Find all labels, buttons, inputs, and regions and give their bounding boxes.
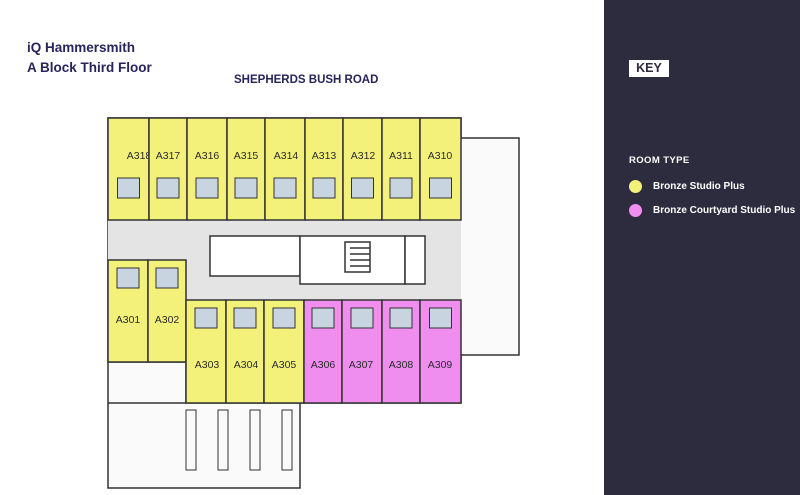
room-label: A306: [311, 359, 336, 371]
page-title: iQ Hammersmith A Block Third Floor: [27, 38, 152, 78]
street-label: SHEPHERDS BUSH ROAD: [234, 74, 379, 86]
bathroom-pod: [195, 177, 219, 199]
room-type-heading: ROOM TYPE: [629, 155, 690, 166]
room-fill: [381, 117, 421, 221]
room-fill: [107, 117, 150, 221]
room-label: A315: [234, 150, 259, 162]
bathroom-pod: [311, 307, 335, 329]
room-label: A313: [312, 150, 337, 162]
title-line-1: iQ Hammersmith: [27, 40, 136, 55]
title-line-2: A Block Third Floor: [27, 60, 152, 75]
bathroom-pod: [233, 307, 257, 329]
room-label: A304: [234, 359, 259, 371]
room-a316: A316: [186, 117, 228, 221]
bathroom-pod: [116, 267, 140, 289]
room-label: A310: [428, 150, 453, 162]
bathroom-pod: [351, 177, 374, 199]
legend-item-bronze: Bronze Studio Plus: [629, 178, 745, 194]
room-label: A309: [428, 359, 453, 371]
room-a310: A310: [419, 117, 462, 221]
room-label: A305: [272, 359, 297, 371]
bathroom-pod: [155, 267, 179, 289]
bathroom-pod: [350, 307, 374, 329]
room-a305: A305: [263, 299, 305, 404]
room-a312: A312: [342, 117, 383, 221]
room-fill: [264, 117, 306, 221]
bathroom-pod: [117, 177, 140, 199]
room-label: A307: [349, 359, 374, 371]
room-a315: A315: [226, 117, 266, 221]
room-fill: [342, 117, 383, 221]
room-label: A316: [195, 150, 220, 162]
room-label: A317: [156, 150, 181, 162]
legend-label-bronze: Bronze Studio Plus: [653, 180, 745, 192]
key-badge: KEY: [629, 60, 669, 77]
key-panel: KEY ROOM TYPE Bronze Studio Plus Bronze …: [604, 0, 800, 495]
room-a302: A302: [147, 259, 187, 363]
room-a304: A304: [225, 299, 265, 404]
bathroom-pod: [312, 177, 336, 199]
legend-swatch-courtyard: [629, 203, 642, 217]
bathroom-pod: [194, 307, 218, 329]
room-label: A318: [127, 150, 152, 162]
legend-label-courtyard: Bronze Courtyard Studio Plus: [653, 204, 796, 216]
room-label: A301: [116, 314, 141, 326]
bathroom-pod: [389, 307, 413, 329]
bathroom-pod: [272, 307, 296, 329]
room-a314: A314: [264, 117, 306, 221]
room-a318: A318: [107, 117, 152, 221]
bathroom-pod: [273, 177, 297, 199]
bathroom-pod: [389, 177, 413, 199]
room-label: A308: [389, 359, 414, 371]
bathroom-pod: [234, 177, 258, 199]
room-label: A314: [274, 150, 299, 162]
stair-core: [209, 235, 426, 285]
room-a308: A308: [381, 299, 421, 404]
bathroom-pod: [429, 307, 452, 329]
bathroom-pod: [429, 177, 452, 199]
room-a309: A309: [419, 299, 462, 404]
floor-plan: A318 A317 A316 A315 A314 A313 A312 A311 A310A301…: [107, 117, 520, 489]
room-fill: [148, 117, 188, 221]
rooms: A318 A317 A316 A315 A314 A313 A312 A311 A310A301…: [107, 117, 462, 404]
room-a306: A306: [303, 299, 343, 404]
room-fill: [419, 117, 462, 221]
bathroom-pod: [156, 177, 180, 199]
parking-bays: [185, 409, 293, 471]
room-a311: A311: [381, 117, 421, 221]
room-label: A302: [155, 314, 180, 326]
room-fill: [304, 117, 344, 221]
room-a301: A301: [107, 259, 149, 363]
legend-swatch-bronze: [629, 179, 642, 193]
room-fill: [226, 117, 266, 221]
room-a313: A313: [304, 117, 344, 221]
room-label: A311: [389, 150, 413, 162]
room-a307: A307: [341, 299, 383, 404]
room-fill: [186, 117, 228, 221]
room-a317: A317: [148, 117, 188, 221]
legend-item-courtyard: Bronze Courtyard Studio Plus: [629, 202, 795, 218]
room-label: A312: [351, 150, 376, 162]
room-label: A303: [195, 359, 220, 371]
room-a303: A303: [185, 299, 227, 404]
